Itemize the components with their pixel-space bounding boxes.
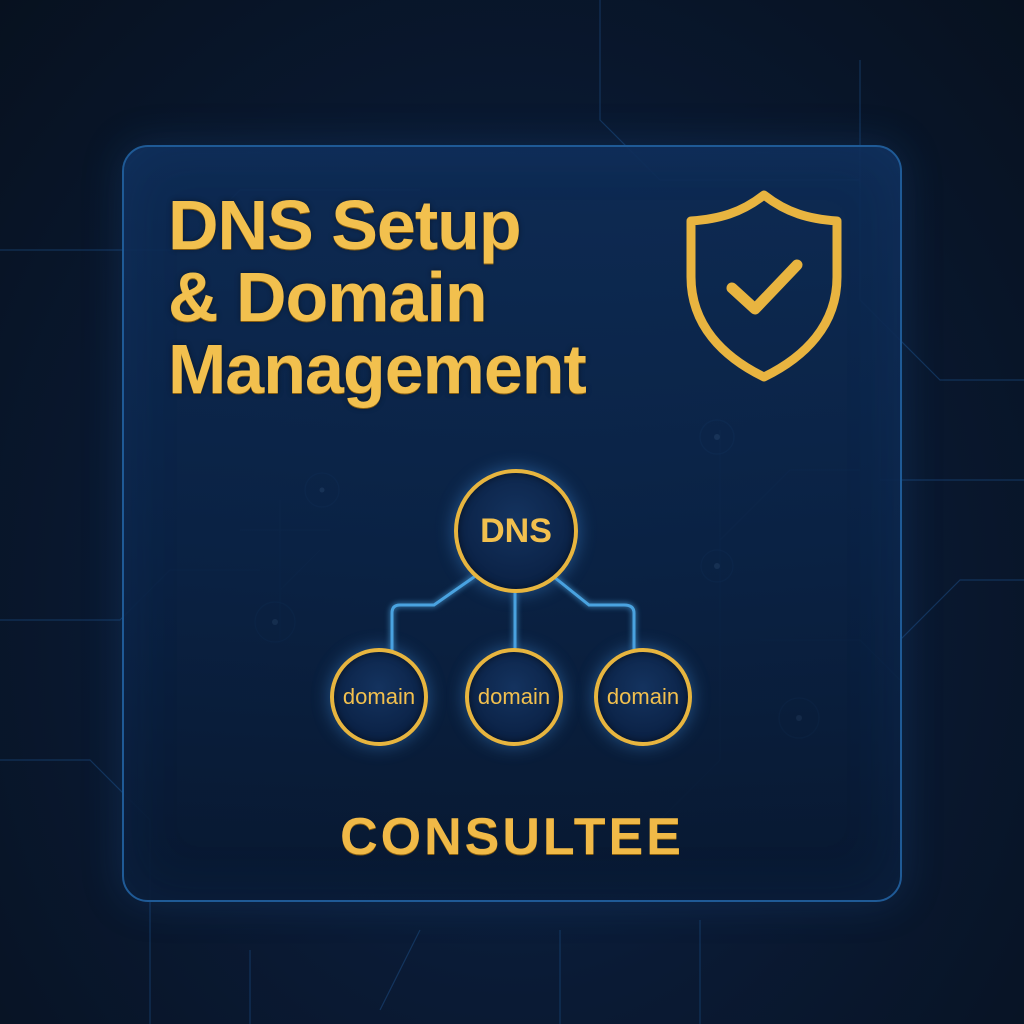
domain-node: domain bbox=[594, 648, 692, 746]
title-card: DNS Setup & Domain Management DNS domain… bbox=[122, 145, 902, 902]
dns-root-node: DNS bbox=[454, 469, 578, 593]
dns-root-label: DNS bbox=[480, 511, 552, 550]
domain-node: domain bbox=[330, 648, 428, 746]
domain-node-label: domain bbox=[606, 684, 680, 709]
domain-node-label: domain bbox=[477, 684, 551, 709]
domain-node: domain bbox=[465, 648, 563, 746]
dns-tree-connectors bbox=[390, 575, 636, 652]
title-line-1: DNS Setup bbox=[168, 186, 522, 264]
title-line-2: & Domain bbox=[168, 258, 488, 336]
brand-name: CONSULTEE bbox=[340, 808, 684, 866]
domain-node-label: domain bbox=[342, 684, 416, 709]
page-title: DNS Setup & Domain Management bbox=[168, 186, 587, 408]
title-line-3: Management bbox=[168, 330, 587, 408]
shield-check-icon bbox=[686, 190, 842, 382]
